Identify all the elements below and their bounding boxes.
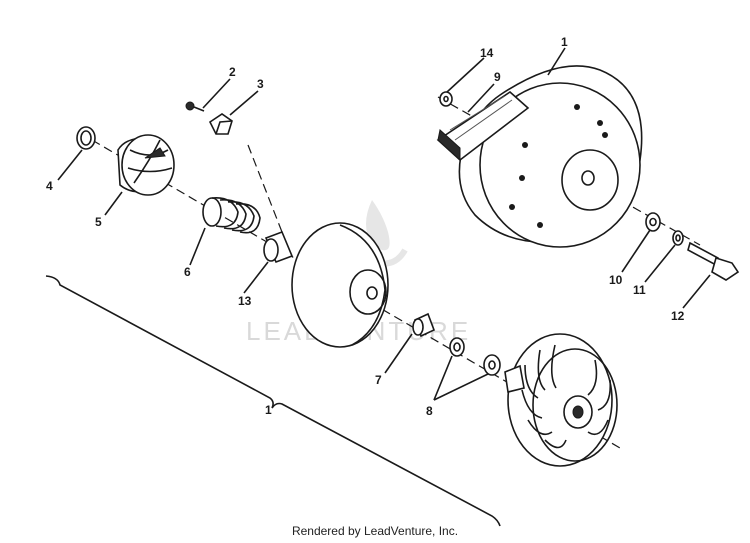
spring-part-6 (202, 196, 261, 234)
assembly-callout-1: 1 (265, 403, 272, 417)
fixed-sheave (291, 222, 389, 348)
assembly-bracket (45, 275, 501, 527)
callout-6: 6 (184, 265, 191, 279)
callout-2: 2 (229, 65, 236, 79)
callout-13: 13 (238, 294, 252, 308)
leader-lines (57, 47, 711, 401)
drive-belt-part-9 (436, 90, 530, 162)
callout-14: 14 (480, 46, 494, 60)
callout-7: 7 (375, 373, 382, 387)
callout-10: 10 (609, 273, 623, 287)
retaining-ring-part-4 (76, 126, 96, 150)
callout-12: 12 (671, 309, 685, 323)
callout-11: 11 (633, 283, 646, 297)
callouts: 1 2 3 4 5 6 7 8 9 10 11 12 13 14 1 (46, 35, 685, 418)
spider-cam-part-5 (117, 134, 175, 196)
washer-part-11 (672, 230, 684, 246)
callout-4: 4 (46, 179, 53, 193)
callout-9: 9 (494, 70, 501, 84)
fan-housing (504, 333, 618, 467)
washer-part-10 (645, 212, 661, 232)
set-screw-part-2 (185, 101, 205, 112)
callout-5: 5 (95, 215, 102, 229)
roller-part-3 (208, 113, 233, 135)
washer-part-14 (439, 91, 453, 107)
footer-credit: Rendered by LeadVenture, Inc. (291, 524, 459, 538)
callout-8: 8 (426, 404, 433, 418)
washers-part-8 (449, 337, 501, 376)
movable-sheave-part-1 (458, 65, 643, 248)
callout-1: 1 (561, 35, 568, 49)
bushing-part-7 (412, 312, 436, 338)
bushing-part-13 (263, 230, 294, 264)
callout-3: 3 (257, 77, 264, 91)
bolt-part-12 (687, 241, 740, 281)
